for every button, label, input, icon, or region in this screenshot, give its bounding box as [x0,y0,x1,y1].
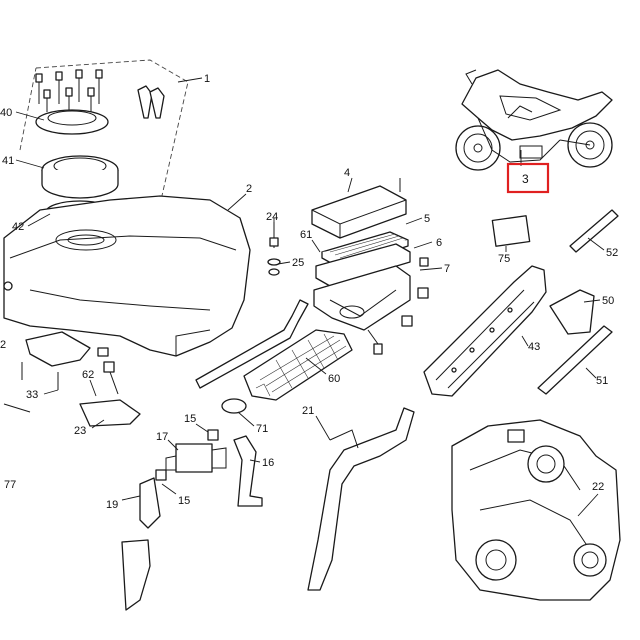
callout-22[interactable]: 22 [592,481,604,493]
callout-15-top[interactable]: 15 [184,413,196,425]
callout-2-tank[interactable]: 2 [246,183,252,195]
intake-duct [195,299,353,414]
engine-block [451,419,621,601]
strip-51 [537,325,613,395]
callout-25[interactable]: 25 [292,257,304,269]
fuel-pump-group [121,429,263,611]
callout-75[interactable]: 75 [498,253,510,265]
callout-60[interactable]: 60 [328,373,340,385]
callout-52[interactable]: 52 [606,247,618,259]
callout-17[interactable]: 17 [156,431,168,443]
callout-labels: 1 40 41 42 2 2 4 5 61 6 7 24 25 33 62 23… [0,73,618,511]
frame-rail [307,407,415,591]
callout-77[interactable]: 77 [4,479,16,491]
keys [137,85,165,119]
callout-2-left[interactable]: 2 [0,339,6,351]
strip-52 [569,209,619,253]
fuel-tank [3,195,251,357]
callout-7[interactable]: 7 [444,263,450,275]
callout-41[interactable]: 41 [2,155,14,167]
leader-lines [15,77,605,517]
callout-19[interactable]: 19 [106,499,118,511]
bolt-and-washer [267,222,281,276]
highlight-number: 3 [522,172,529,186]
callout-51[interactable]: 51 [596,375,608,387]
callout-23[interactable]: 23 [74,425,86,437]
motorcycle-thumbnail [455,69,613,171]
sticker [491,215,531,247]
callout-42[interactable]: 42 [12,221,24,233]
airbox-assembly [311,178,429,355]
callout-61[interactable]: 61 [300,229,312,241]
muffler [423,265,547,397]
callout-6[interactable]: 6 [436,237,442,249]
callout-71[interactable]: 71 [256,423,268,435]
callout-50[interactable]: 50 [602,295,614,307]
left-bracket-parts [3,331,141,427]
callout-16[interactable]: 16 [262,457,274,469]
callout-5[interactable]: 5 [424,213,430,225]
callout-15-bottom[interactable]: 15 [178,495,190,507]
highlight-reference-box[interactable]: 3 [506,150,550,194]
callout-1[interactable]: 1 [204,73,210,85]
callout-21[interactable]: 21 [302,405,314,417]
callout-43[interactable]: 43 [528,341,540,353]
callout-4[interactable]: 4 [344,167,350,179]
plate-50 [549,289,595,335]
callout-33[interactable]: 33 [26,389,38,401]
callout-24[interactable]: 24 [266,211,278,223]
cap-bolts [35,69,103,112]
callout-62[interactable]: 62 [82,369,94,381]
callout-40[interactable]: 40 [0,107,12,119]
